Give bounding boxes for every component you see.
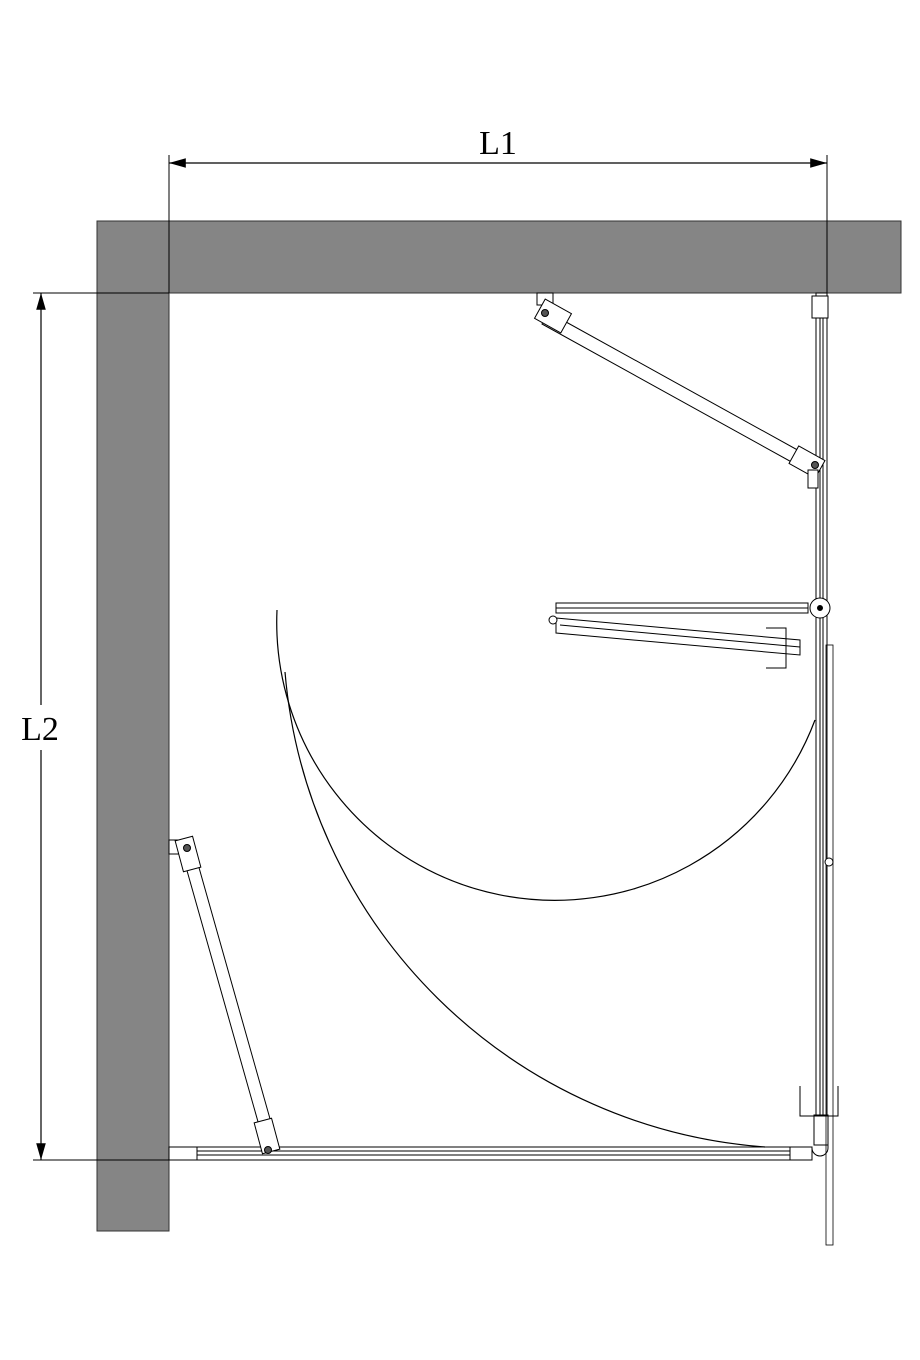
l2-label: L2 <box>21 711 59 748</box>
door-swing-arc-inner <box>276 609 816 901</box>
right-glass-panel <box>799 292 839 1246</box>
left-wall <box>96 292 170 1232</box>
door-swing-arc-outer <box>284 671 766 1148</box>
top-support-bar <box>533 292 826 489</box>
top-wall <box>96 220 902 294</box>
left-support-bar <box>168 835 281 1155</box>
l1-label: L1 <box>479 125 517 162</box>
bottom-glass-panel <box>168 1144 829 1161</box>
folding-door <box>548 597 831 669</box>
